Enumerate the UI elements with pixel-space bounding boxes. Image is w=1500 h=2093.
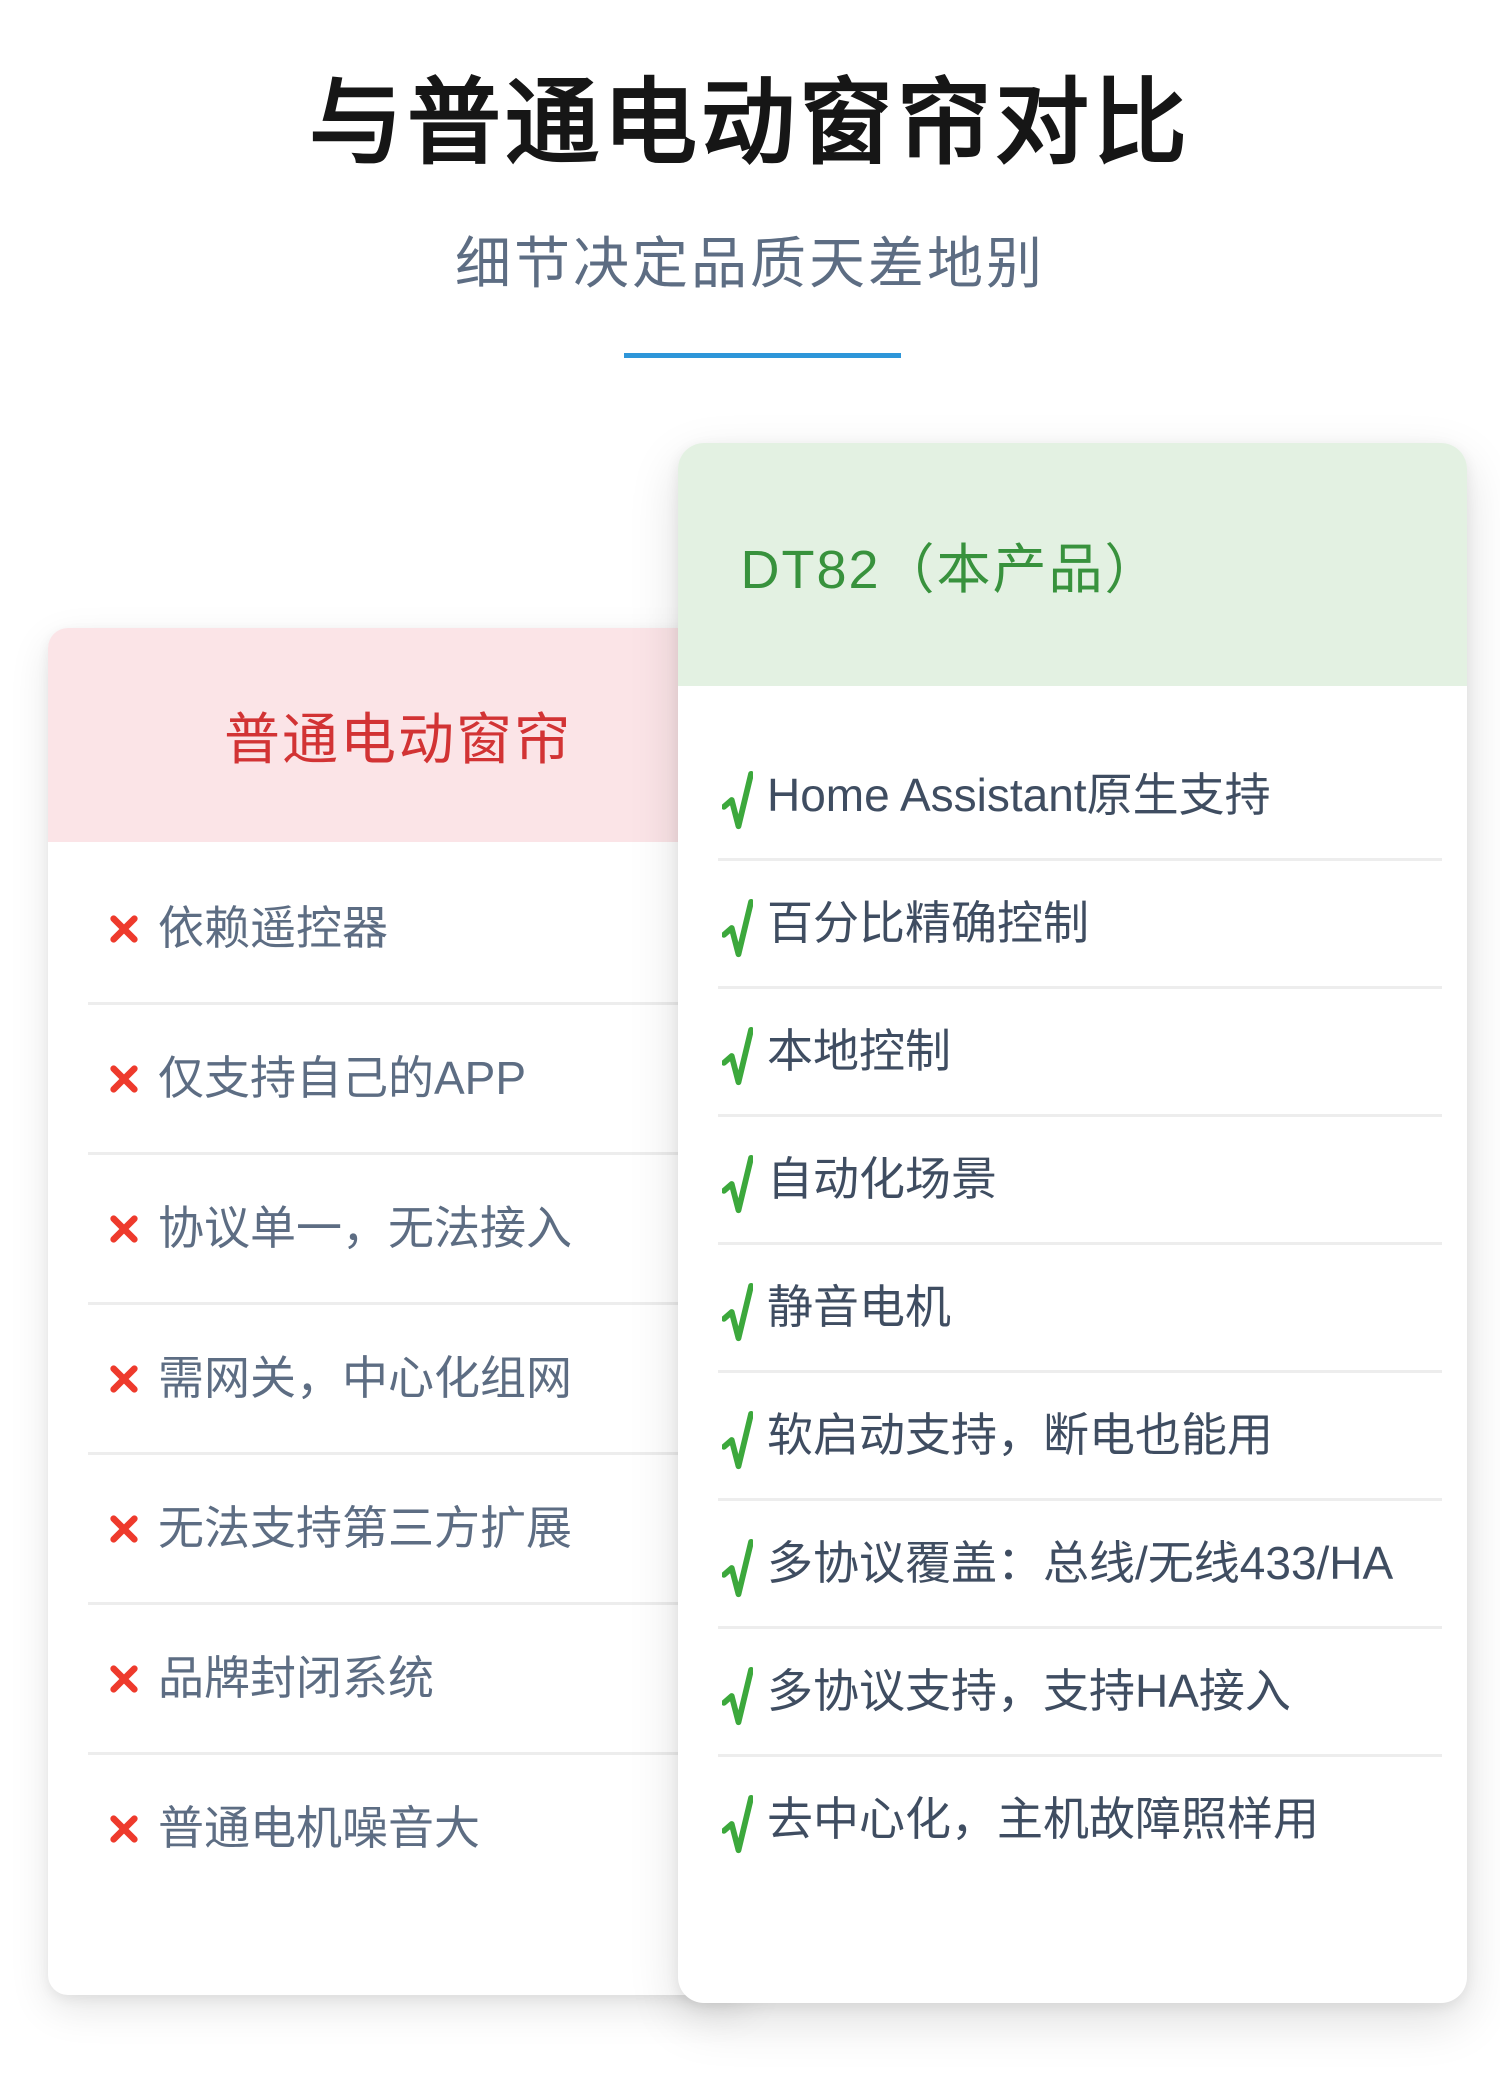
row-divider xyxy=(88,1452,708,1455)
row-divider xyxy=(718,1242,1442,1245)
comparison-row: 本地控制 xyxy=(678,989,1467,1114)
cross-icon xyxy=(110,1214,138,1243)
row-divider xyxy=(718,1754,1442,1757)
check-icon xyxy=(722,1538,753,1597)
check-icon xyxy=(722,1666,753,1725)
row-label: 静音电机 xyxy=(767,1281,951,1334)
comparison-row: 协议单一，无法接入 xyxy=(48,1155,748,1302)
page-subtitle: 细节决定品质天差地别 xyxy=(455,232,1045,295)
ordinary-card-header: 普通电动窗帘 xyxy=(48,628,748,842)
ordinary-card: 普通电动窗帘 依赖遥控器 仅支持自己的APP 协议单一，无法接入 需网关，中心化… xyxy=(48,628,748,1995)
row-label: 协议单一，无法接入 xyxy=(158,1202,572,1255)
comparison-row: 仅支持自己的APP xyxy=(48,1005,748,1152)
row-label: 自动化场景 xyxy=(767,1153,997,1206)
row-label: 多协议覆盖：总线/无线433/HA xyxy=(767,1537,1394,1590)
row-divider xyxy=(718,1498,1442,1501)
cross-icon xyxy=(110,1364,138,1393)
comparison-row: 自动化场景 xyxy=(678,1117,1467,1242)
row-label: 本地控制 xyxy=(767,1025,951,1078)
comparison-row: 去中心化，主机故障照样用 xyxy=(678,1757,1467,1882)
product-card-body: Home Assistant原生支持 百分比精确控制 本地控制 自动化场景 静音… xyxy=(678,686,1467,1882)
comparison-row: 普通电机噪音大 xyxy=(48,1755,748,1902)
check-icon xyxy=(722,1026,753,1085)
row-label: 百分比精确控制 xyxy=(767,897,1089,950)
ordinary-card-body: 依赖遥控器 仅支持自己的APP 协议单一，无法接入 需网关，中心化组网 无法支持… xyxy=(48,842,748,1902)
row-divider xyxy=(718,858,1442,861)
row-label: 普通电机噪音大 xyxy=(158,1802,480,1855)
product-card: DT82（本产品） Home Assistant原生支持 百分比精确控制 本地控… xyxy=(678,443,1467,2003)
check-icon xyxy=(722,1154,753,1213)
row-label: 去中心化，主机故障照样用 xyxy=(767,1793,1319,1846)
title-underline xyxy=(624,353,901,358)
row-divider xyxy=(88,1002,708,1005)
cross-icon xyxy=(110,1064,138,1093)
row-label: 无法支持第三方扩展 xyxy=(158,1502,572,1555)
row-label: 仅支持自己的APP xyxy=(158,1052,527,1105)
comparison-row: 多协议支持，支持HA接入 xyxy=(678,1629,1467,1754)
check-icon xyxy=(722,1410,753,1469)
row-label: 软启动支持，断电也能用 xyxy=(767,1409,1273,1462)
cross-icon xyxy=(110,914,138,943)
check-icon xyxy=(722,1282,753,1341)
comparison-row: 品牌封闭系统 xyxy=(48,1605,748,1752)
cross-icon xyxy=(110,1814,138,1843)
row-divider xyxy=(718,1370,1442,1373)
comparison-row: 百分比精确控制 xyxy=(678,861,1467,986)
comparison-row: 需网关，中心化组网 xyxy=(48,1305,748,1452)
check-icon xyxy=(722,770,753,829)
page-title: 与普通电动窗帘对比 xyxy=(308,70,1191,175)
comparison-row: 依赖遥控器 xyxy=(48,855,748,1002)
check-icon xyxy=(722,1794,753,1853)
row-label: 品牌封闭系统 xyxy=(158,1652,434,1705)
comparison-row: 无法支持第三方扩展 xyxy=(48,1455,748,1602)
row-divider xyxy=(718,1114,1442,1117)
comparison-row: 静音电机 xyxy=(678,1245,1467,1370)
check-icon xyxy=(722,898,753,957)
row-divider xyxy=(88,1602,708,1605)
comparison-row: Home Assistant原生支持 xyxy=(678,733,1467,858)
row-label: 依赖遥控器 xyxy=(158,902,388,955)
row-label: 需网关，中心化组网 xyxy=(158,1352,572,1405)
row-divider xyxy=(718,986,1442,989)
cross-icon xyxy=(110,1514,138,1543)
row-divider xyxy=(88,1152,708,1155)
comparison-row: 多协议覆盖：总线/无线433/HA xyxy=(678,1501,1467,1626)
row-divider xyxy=(88,1752,708,1755)
row-divider xyxy=(718,1626,1442,1629)
row-divider xyxy=(88,1302,708,1305)
row-label: 多协议支持，支持HA接入 xyxy=(767,1665,1291,1718)
product-card-header: DT82（本产品） xyxy=(678,443,1467,686)
cross-icon xyxy=(110,1664,138,1693)
row-label: Home Assistant原生支持 xyxy=(767,769,1271,822)
comparison-row: 软启动支持，断电也能用 xyxy=(678,1373,1467,1498)
